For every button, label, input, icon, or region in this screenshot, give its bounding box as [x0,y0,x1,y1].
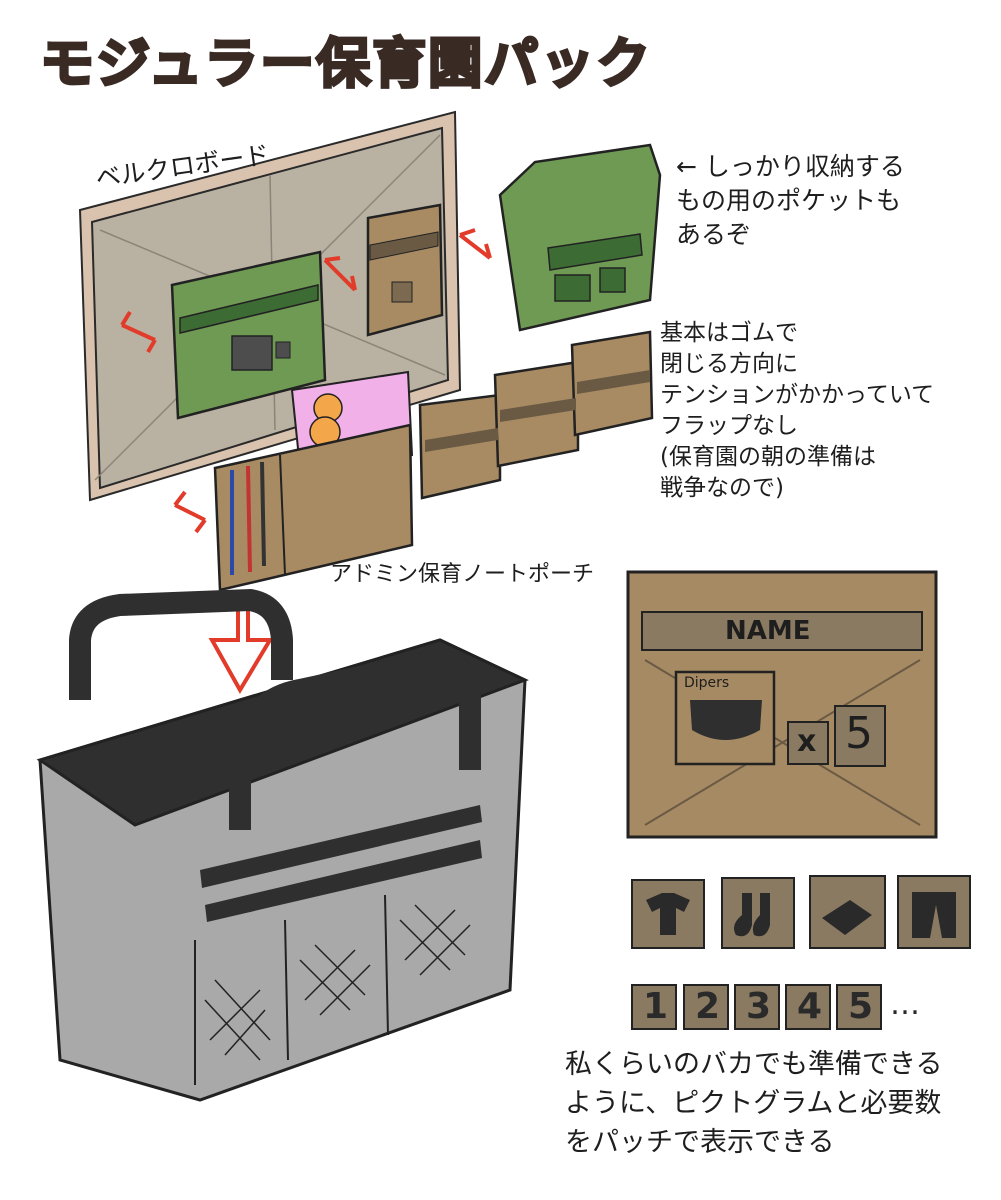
pants-icon [912,892,956,938]
pictogram-patches [631,875,971,949]
number-patch-5: 5 [848,986,874,1027]
number-patch-2: 2 [695,986,721,1027]
name-patch-label: NAME [725,616,811,646]
pictogram-note: 私くらいのバカでも準備できる ように、ピクトグラムと必要数 をパッチで表示できる [565,1049,943,1159]
page-title: モジュラー保育園パック [38,31,653,97]
tan-pouch-on-board [366,203,444,337]
tote-bag [36,588,529,1102]
number-patch-4: 4 [797,986,823,1027]
diapers-label: Dipers [684,675,730,691]
number-patch-3: 3 [746,986,772,1027]
tan-pouch-row [418,330,654,500]
name-patch [626,570,938,839]
elastic-closure-note: 基本はゴムで 閉じる方向に テンションがかかっていて フラップなし (保育園の朝… [660,320,935,502]
more-dots: … [890,987,920,1022]
red-arrows [120,228,492,694]
green-storage-pouch [498,143,662,332]
admin-notebook-pouch [213,370,414,592]
times-sign: x [797,724,817,759]
green-pouch-on-board [170,250,327,420]
count-number: 5 [845,708,873,759]
towel-icon [822,900,872,935]
admin-pouch-label: アドミン保育ノートポーチ [330,562,595,587]
socks-icon [734,893,770,937]
storage-pocket-note: ← しっかり収納する もの用のポケットも あるぞ [676,152,905,249]
number-patches [631,984,882,1030]
shirt-icon [646,893,690,935]
number-patch-1: 1 [643,986,669,1027]
